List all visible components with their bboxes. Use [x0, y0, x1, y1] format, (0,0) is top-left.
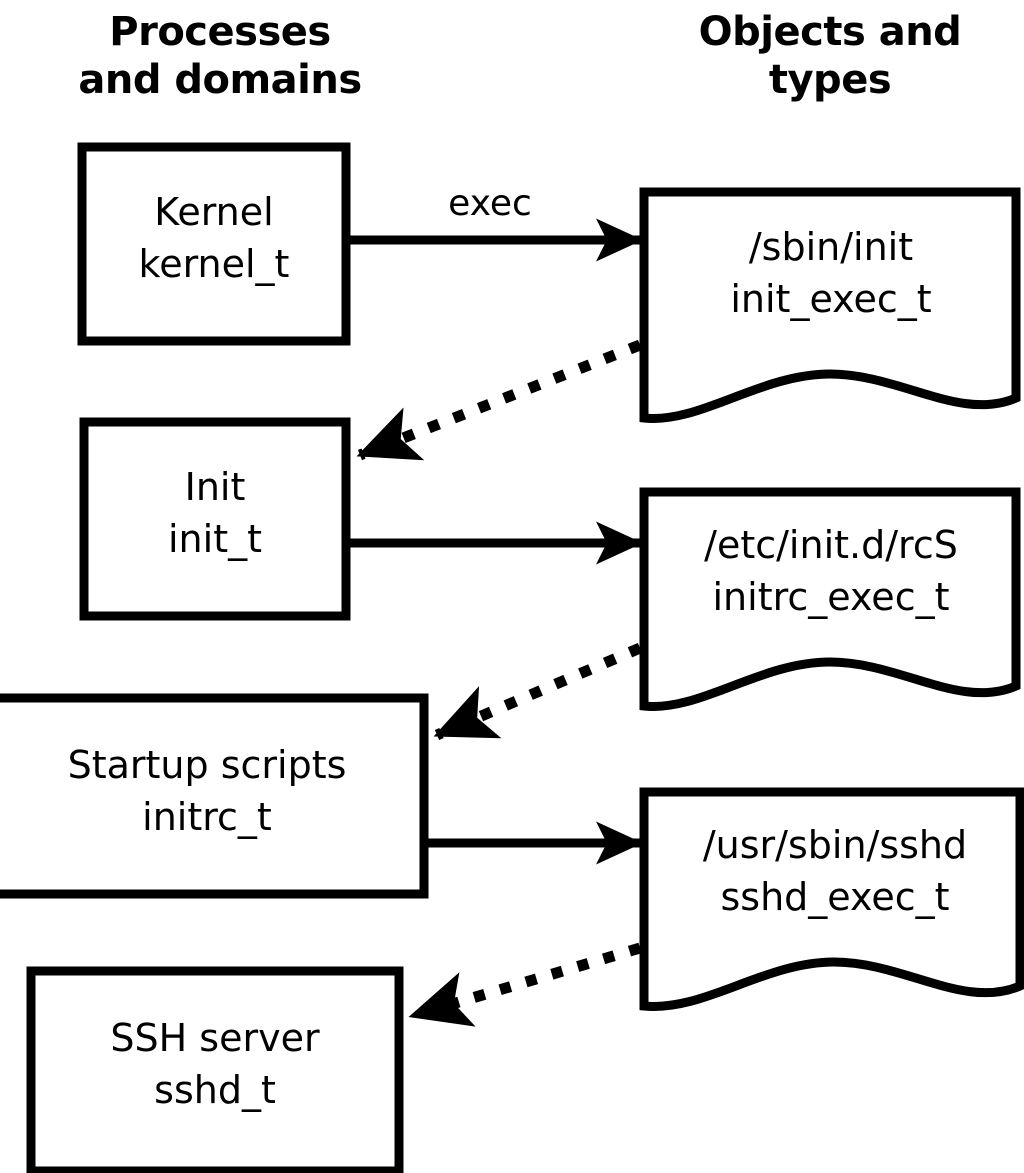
process-box-sshd[interactable]: [26, 966, 404, 1173]
edge-sshd-exec-to-sshd: [408, 942, 642, 1027]
edge-init-exec-to-init: [356, 339, 643, 461]
object-doc-init-exec[interactable]: [639, 187, 1021, 423]
process-box-init[interactable]: [79, 417, 351, 621]
process-box-kernel[interactable]: [77, 142, 351, 346]
process-box-initrc[interactable]: [0, 693, 429, 899]
object-doc-sshd-exec[interactable]: [639, 787, 1024, 1011]
edge-label-exec: exec: [448, 183, 532, 224]
object-doc-initrc-exec[interactable]: [639, 487, 1021, 711]
edge-initrc-exec-to-initrc: [433, 642, 643, 741]
column-header-processes-and-domains: Processes and domains: [78, 9, 362, 103]
column-header-objects-and-types: Objects and types: [698, 9, 962, 103]
